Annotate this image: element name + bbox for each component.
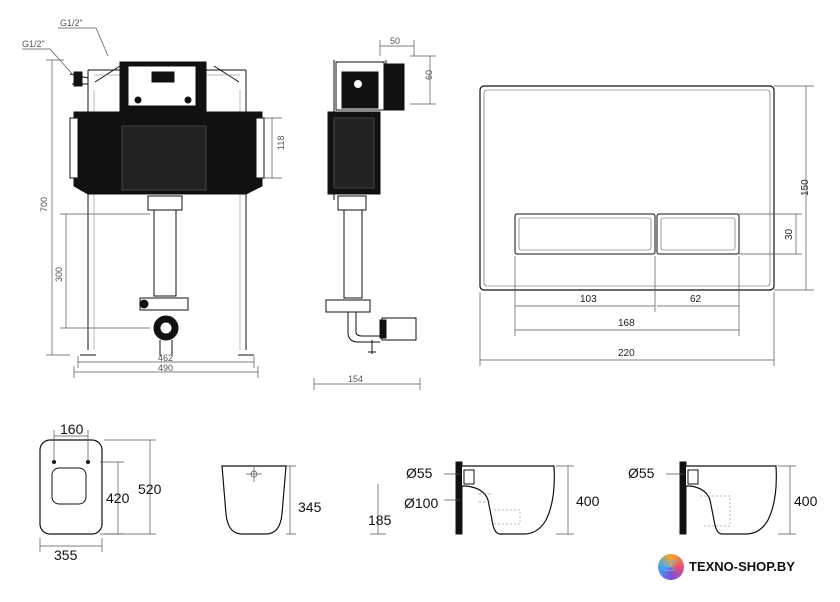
frame-front-view: G1/2" G1/2" 700 300 118 462 490 [22, 18, 286, 378]
dim-160: 160 [60, 421, 84, 437]
dim-inlet-55-2: Ø55 [628, 465, 655, 481]
bowl-front-outline [221, 465, 287, 535]
bowl-top-view: 160 420 520 355 [39, 421, 162, 563]
dim-345: 345 [298, 499, 322, 515]
dim-355: 355 [54, 547, 78, 563]
dim-103: 103 [580, 294, 597, 305]
dim-300: 300 [54, 267, 64, 282]
dim-154: 154 [348, 374, 363, 384]
dim-150: 150 [800, 179, 811, 196]
dim-700: 700 [39, 197, 49, 212]
frame-side-view: 50 60 154 [313, 36, 436, 390]
bowl-side-view: Ø55 Ø100 185 400 [368, 461, 600, 535]
dim-400: 400 [576, 493, 600, 509]
dim-outlet-100: Ø100 [404, 495, 438, 511]
dim-118: 118 [276, 136, 286, 150]
bowl-side-outline [462, 465, 555, 535]
bowl-front-view: 345 [221, 465, 322, 535]
dim-185: 185 [368, 512, 392, 528]
logo-badge [658, 554, 684, 580]
bowl-side2-outline [686, 465, 777, 535]
dim-50: 50 [390, 36, 400, 46]
dim-30: 30 [784, 228, 795, 240]
flush-plate [479, 85, 775, 291]
bowl-side-view-2: Ø55 400 [628, 461, 818, 535]
side-inlet [73, 71, 83, 87]
dim-62: 62 [690, 294, 702, 305]
shop-logo[interactable]: 🛒 TEXNO-SHOP.BY [658, 552, 828, 582]
dim-60: 60 [424, 70, 434, 80]
dim-420: 420 [106, 490, 130, 506]
flush-button-small [656, 213, 740, 255]
dim-168: 168 [618, 318, 635, 329]
logo-text: TEXNO-SHOP.BY [689, 559, 795, 574]
dim-220: 220 [618, 348, 635, 359]
dim-490: 490 [158, 363, 173, 373]
dim-400-2: 400 [794, 493, 818, 509]
flush-button-large [514, 213, 656, 255]
dim-inlet-55: Ø55 [406, 465, 433, 481]
dim-462: 462 [158, 353, 173, 363]
side-cap [383, 63, 405, 111]
cart-icon: 🛒 [663, 558, 681, 574]
thread-side-label: G1/2" [22, 39, 45, 49]
flush-plate-view: 150 30 103 62 168 220 [479, 85, 814, 366]
thread-top-label: G1/2" [60, 18, 83, 28]
dim-520: 520 [138, 481, 162, 497]
